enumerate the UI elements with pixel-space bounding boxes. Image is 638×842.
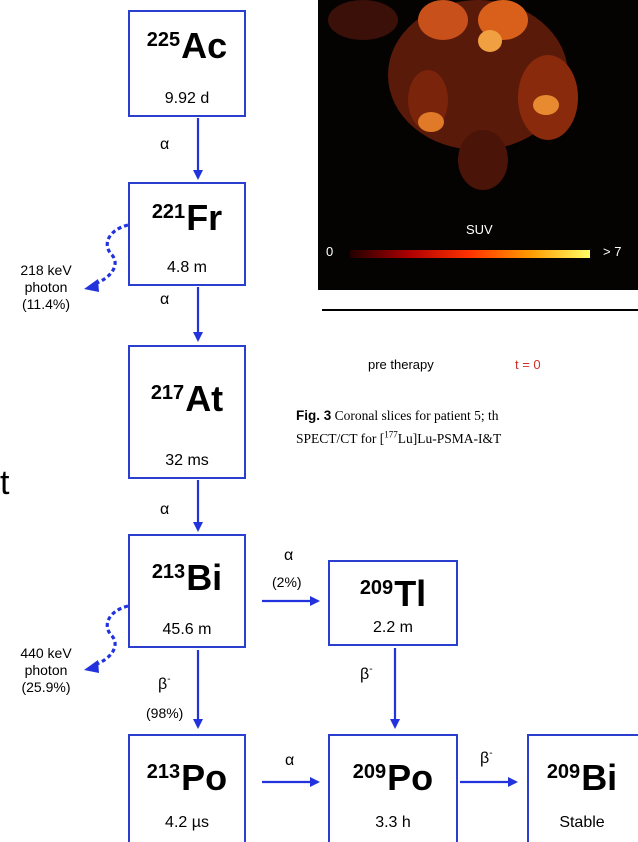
decay-label-po209-bi209: β- [480, 750, 493, 768]
half-life: 4.8 m [130, 259, 244, 277]
photon-label-bi: 440 keV photon (25.9%) [0, 645, 92, 696]
nuclide-symbol: 221Fr [130, 200, 244, 236]
nuclide-box-bi209: 209Bi Stable [527, 734, 638, 842]
nuclide-symbol: 209Bi [529, 760, 635, 796]
nuclide-symbol: 209Po [330, 760, 456, 796]
nuclide-box-po213: 213Po 4.2 µs [128, 734, 246, 842]
nuclide-symbol: 217At [130, 381, 244, 417]
half-life: Stable [529, 814, 635, 832]
nuclide-box-po209: 209Po 3.3 h [328, 734, 458, 842]
decay-label-fr-at: α [160, 291, 169, 309]
branch-label-bi-tl: (2%) [272, 574, 302, 591]
photon-arrow-bi [94, 606, 128, 665]
half-life: 4.2 µs [130, 814, 244, 832]
nuclide-symbol: 213Bi [130, 560, 244, 596]
decay-label-at-bi: α [160, 501, 169, 519]
branch-label-bi-po213: (98%) [146, 705, 183, 722]
photon-arrow-fr [94, 225, 128, 284]
decay-label-ac-fr: α [160, 136, 169, 154]
nuclide-box-ac225: 225Ac 9.92 d [128, 10, 246, 117]
nuclide-symbol: 225Ac [130, 28, 244, 64]
decay-label-bi-po213: β- [158, 676, 171, 694]
nuclide-box-bi213: 213Bi 45.6 m [128, 534, 246, 648]
half-life: 9.92 d [130, 90, 244, 108]
photon-label-fr: 218 keV photon (11.4%) [0, 262, 92, 313]
decay-label-bi-tl: α [284, 547, 293, 565]
decay-label-po213-po209: α [285, 752, 294, 770]
nuclide-box-tl209: 209Tl 2.2 m [328, 560, 458, 646]
half-life: 32 ms [130, 452, 244, 470]
nuclide-symbol: 213Po [130, 760, 244, 796]
half-life: 2.2 m [330, 619, 456, 637]
decay-label-tl-po209: β- [360, 666, 373, 684]
half-life: 45.6 m [130, 621, 244, 639]
nuclide-box-at217: 217At 32 ms [128, 345, 246, 479]
nuclide-symbol: 209Tl [330, 576, 456, 612]
nuclide-box-fr221: 221Fr 4.8 m [128, 182, 246, 286]
half-life: 3.3 h [330, 814, 456, 832]
